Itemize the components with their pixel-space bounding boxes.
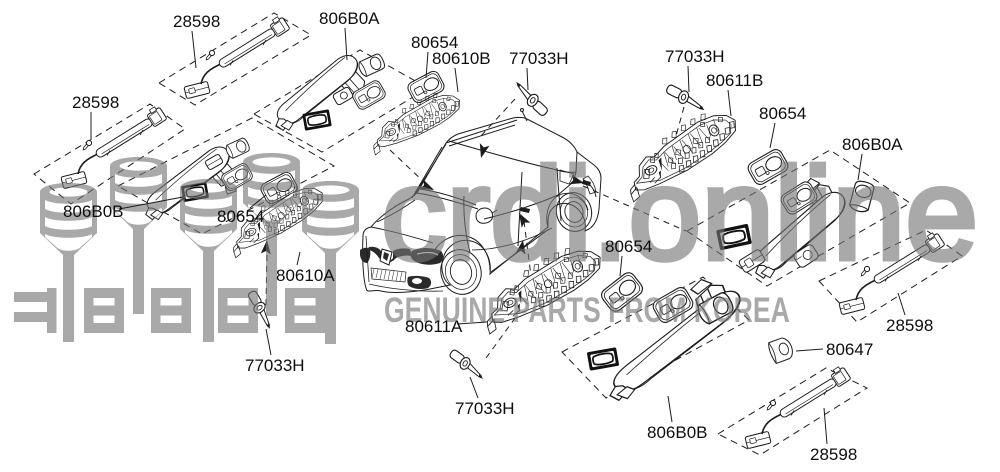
svg-text:806B0B: 806B0B	[647, 423, 708, 442]
svg-text:80654: 80654	[411, 33, 458, 52]
svg-text:80611B: 80611B	[706, 71, 763, 90]
svg-text:77033H: 77033H	[509, 49, 569, 68]
svg-text:80610B: 80610B	[432, 49, 491, 68]
svg-text:80647: 80647	[826, 340, 873, 359]
svg-text:GENUINE PARTS FROM KOREA: GENUINE PARTS FROM KOREA	[384, 290, 790, 329]
svg-text:806B0B: 806B0B	[63, 202, 124, 221]
svg-text:80610A: 80610A	[276, 266, 335, 285]
svg-text:77033H: 77033H	[245, 356, 305, 375]
svg-text:77033H: 77033H	[665, 47, 725, 66]
svg-text:77033H: 77033H	[455, 399, 515, 418]
svg-text:806B0A: 806B0A	[319, 9, 380, 28]
svg-text:28598: 28598	[72, 93, 119, 112]
svg-text:80654: 80654	[217, 207, 264, 226]
svg-text:28598: 28598	[810, 445, 857, 464]
svg-text:80654: 80654	[759, 104, 806, 123]
svg-text:80611A: 80611A	[405, 317, 463, 336]
svg-text:80654: 80654	[605, 237, 652, 256]
svg-text:28598: 28598	[886, 316, 933, 335]
svg-text:28598: 28598	[173, 12, 220, 31]
svg-text:crdi.online: crdi.online	[381, 140, 978, 287]
svg-text:806B0A: 806B0A	[842, 135, 903, 154]
